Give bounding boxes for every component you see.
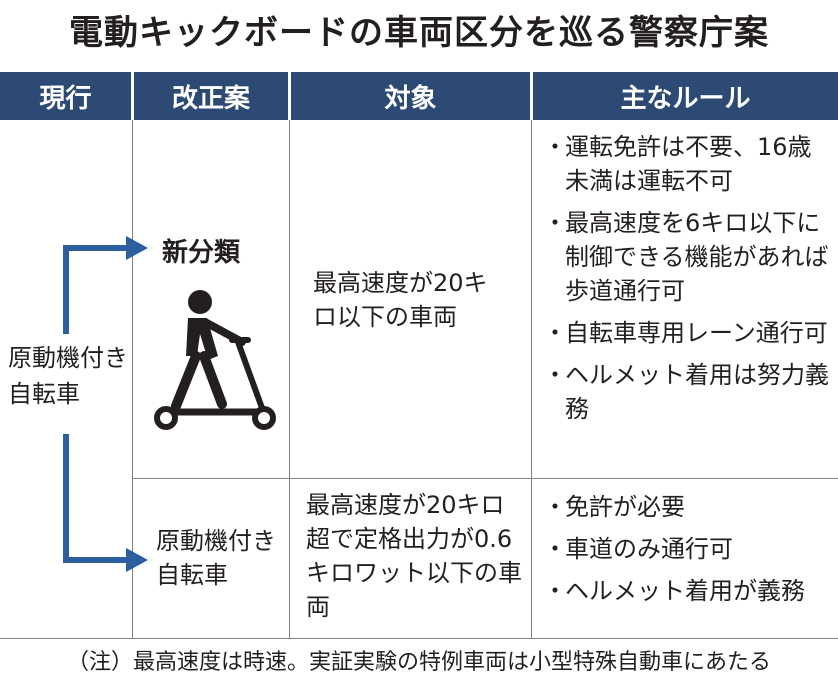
list-item: ・ 運転免許は不要、16歳未満は運転不可 bbox=[543, 130, 835, 198]
rule-text: 自転車専用レーン通行可 bbox=[565, 319, 828, 347]
bullet: ・ bbox=[543, 535, 567, 563]
row1-target-text: 最高速度が20キロ以下の車両 bbox=[313, 269, 488, 331]
list-item: ・ 自転車専用レーン通行可 bbox=[543, 316, 835, 350]
header-proposal: 改正案 bbox=[134, 72, 288, 120]
list-item: ・ 最高速度を6キロ以下に制御できる機能があれば歩道通行可 bbox=[543, 206, 835, 308]
rule-text: 車道のみ通行可 bbox=[565, 535, 733, 563]
kick-scooter-rider-icon bbox=[154, 290, 276, 430]
page-title: 電動キックボードの車両区分を巡る警察庁案 bbox=[69, 13, 769, 53]
current-category: 原動機付き自転車 bbox=[8, 340, 128, 412]
bullet: ・ bbox=[543, 319, 567, 347]
row-divider bbox=[132, 478, 838, 479]
row2-target: 最高速度が20キロ超で定格出力が0.6キロワット以下の車両 bbox=[306, 488, 528, 624]
header-target: 対象 bbox=[291, 72, 530, 120]
list-item: ・ ヘルメット着用は努力義務 bbox=[543, 358, 835, 426]
footnote: （注）最高速度は時速。実証実験の特例車両は小型特殊自動車にあたる bbox=[66, 650, 771, 675]
arrow-to-moped bbox=[63, 434, 128, 563]
list-item: ・ 車道のみ通行可 bbox=[543, 532, 835, 566]
row2-rules: ・ 免許が必要 ・ 車道のみ通行可 ・ ヘルメット着用が義務 bbox=[543, 490, 835, 616]
rule-text: ヘルメット着用は努力義務 bbox=[565, 361, 829, 423]
new-category-label: 新分類 bbox=[162, 238, 241, 268]
bullet: ・ bbox=[543, 361, 567, 389]
rule-text: 免許が必要 bbox=[565, 493, 685, 521]
rule-text: ヘルメット着用が義務 bbox=[565, 577, 805, 605]
table-bottom-border bbox=[0, 638, 838, 639]
list-item: ・ 免許が必要 bbox=[543, 490, 835, 524]
rule-text: 運転免許は不要、16歳未満は運転不可 bbox=[565, 133, 812, 195]
row1-rules: ・ 運転免許は不要、16歳未満は運転不可 ・ 最高速度を6キロ以下に制御できる機… bbox=[543, 130, 835, 434]
header-current: 現行 bbox=[0, 72, 131, 120]
row1-target: 最高速度が20キロ以下の車両 bbox=[313, 266, 509, 334]
header-rules-label: 主なルール bbox=[620, 83, 751, 114]
grid-line bbox=[132, 120, 133, 638]
current-category-label: 原動機付き自転車 bbox=[8, 344, 128, 408]
header-current-label: 現行 bbox=[39, 83, 92, 114]
arrow-head-lower-icon bbox=[126, 548, 148, 572]
rule-text: 最高速度を6キロ以下に制御できる機能があれば歩道通行可 bbox=[565, 209, 829, 305]
bullet: ・ bbox=[543, 209, 567, 237]
grid-line bbox=[289, 120, 290, 638]
arrow-to-new-category bbox=[63, 245, 128, 334]
row2-target-text: 最高速度が20キロ超で定格出力が0.6キロワット以下の車両 bbox=[306, 491, 522, 621]
header-rules: 主なルール bbox=[533, 72, 838, 120]
bullet: ・ bbox=[543, 133, 567, 161]
list-item: ・ ヘルメット着用が義務 bbox=[543, 574, 835, 608]
row2-proposal-text: 原動機付き自転車 bbox=[156, 527, 276, 589]
arrow-head-upper-icon bbox=[126, 236, 148, 260]
bullet: ・ bbox=[543, 493, 567, 521]
row2-proposal: 原動機付き自転車 bbox=[156, 524, 278, 592]
bullet: ・ bbox=[543, 577, 567, 605]
header-proposal-label: 改正案 bbox=[171, 83, 250, 114]
header-target-label: 対象 bbox=[384, 83, 437, 114]
grid-line bbox=[531, 120, 532, 638]
